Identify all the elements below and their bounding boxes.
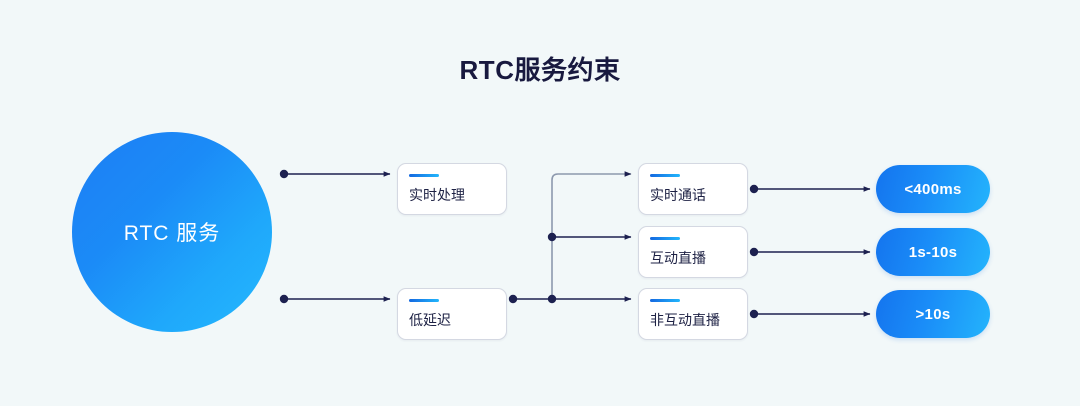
card-accent-bar-icon bbox=[650, 299, 680, 302]
card-label: 互动直播 bbox=[650, 250, 706, 266]
card-accent-bar-icon bbox=[650, 174, 680, 177]
root-node-rtc-service[interactable]: RTC 服务 bbox=[72, 132, 272, 332]
root-node-label: RTC 服务 bbox=[123, 222, 221, 245]
card-accent-bar-icon bbox=[409, 174, 439, 177]
pill-label: 1s-10s bbox=[908, 243, 958, 261]
card-low-latency[interactable]: 低延迟 bbox=[397, 288, 507, 340]
card-realtime-processing[interactable]: 实时处理 bbox=[397, 163, 507, 215]
pill-label: <400ms bbox=[904, 180, 962, 198]
card-label: 实时处理 bbox=[409, 187, 465, 203]
edge-root-to-realtime-proc bbox=[279, 169, 391, 179]
edge-root-to-low-latency bbox=[279, 294, 391, 304]
card-accent-bar-icon bbox=[650, 237, 680, 240]
pill-latency-10s[interactable]: >10s bbox=[876, 290, 990, 338]
card-noninteractive-live[interactable]: 非互动直播 bbox=[638, 288, 748, 340]
edge-trunk-to-interactive-live bbox=[547, 232, 632, 242]
card-accent-bar-icon bbox=[409, 299, 439, 302]
pill-latency-1s-10s[interactable]: 1s-10s bbox=[876, 228, 990, 276]
edge-noninteractive-live-to-latency-10s bbox=[749, 309, 871, 319]
card-label: 低延迟 bbox=[409, 312, 451, 328]
card-realtime-call[interactable]: 实时通话 bbox=[638, 163, 748, 215]
pill-latency-400ms[interactable]: <400ms bbox=[876, 165, 990, 213]
edge-trunk-to-realtime-call bbox=[547, 171, 632, 304]
page-title: RTC服务约束 bbox=[459, 55, 621, 85]
edge-realtime-call-to-latency-400ms bbox=[749, 184, 871, 194]
card-label: 非互动直播 bbox=[650, 312, 720, 328]
pill-label: >10s bbox=[915, 305, 951, 323]
card-label: 实时通话 bbox=[650, 187, 706, 203]
card-interactive-live[interactable]: 互动直播 bbox=[638, 226, 748, 278]
edge-low-latency-to-noninteractive-live bbox=[508, 294, 632, 304]
edge-interactive-live-to-latency-1s-10s bbox=[749, 247, 871, 257]
